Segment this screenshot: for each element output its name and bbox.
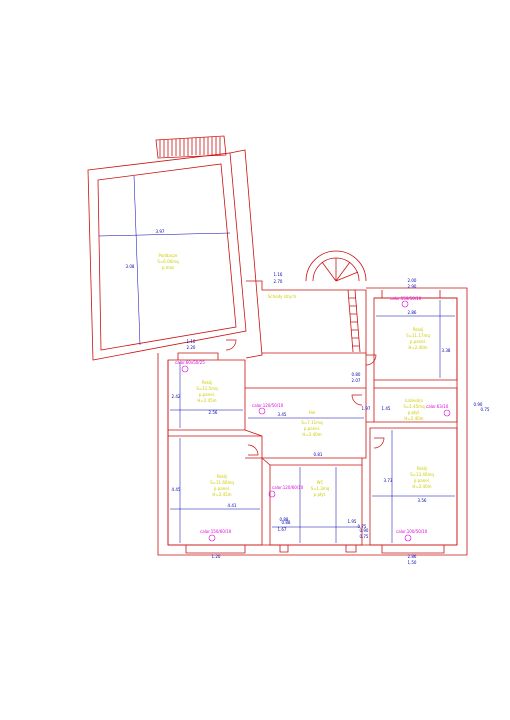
radiator-label: calor.150/50/10	[390, 296, 422, 301]
radiator-label: calor.120/60/10	[272, 485, 304, 490]
svg-text:p.płyt.: p.płyt.	[314, 492, 327, 497]
svg-text:Schody strych: Schody strych	[268, 294, 297, 299]
dimension-label: 0.90	[474, 402, 483, 407]
dimension-label: 1.16	[274, 272, 283, 277]
dimension-label: 1.95	[348, 519, 357, 524]
dimension-label: 3.97	[156, 229, 165, 234]
dimension-label: 3.45	[278, 412, 287, 417]
dimension-label: 0.81	[314, 452, 323, 457]
svg-text:Pokój: Pokój	[217, 474, 227, 479]
dimension-label: 3.08	[126, 264, 135, 269]
svg-text:H=2.40m: H=2.40m	[408, 345, 427, 350]
svg-text:H=2.40m: H=2.40m	[412, 484, 431, 489]
dimension-label: 1.67	[278, 527, 287, 532]
radiator-label: calor.100/50/10	[396, 529, 428, 534]
dimension-label: 2.86	[408, 310, 417, 315]
radiator-label: calor.150/60/10	[200, 529, 232, 534]
svg-text:Pokój: Pokój	[413, 327, 423, 332]
svg-text:H=2.45m: H=2.45m	[197, 398, 216, 403]
svg-text:Pokój: Pokój	[202, 380, 212, 385]
dimension-label: 2.00	[408, 278, 417, 283]
dimension-lines	[98, 175, 455, 543]
room-wc-label: WC S=1.3mq p.płyt.	[311, 480, 330, 497]
dimension-label: 3.73	[384, 478, 393, 483]
svg-text:Hol: Hol	[309, 410, 316, 415]
door-swings	[225, 339, 385, 456]
dimension-label: 3.56	[418, 498, 427, 503]
dimension-label: 0.80	[352, 372, 361, 377]
dimension-label: 0.75	[358, 524, 367, 529]
room-bathroom-label: Łazienka S=1.45mq p.płyt. H=2.40m	[403, 398, 425, 421]
dimension-label: 2.42	[172, 394, 181, 399]
room-stairs-label: Schody strych	[268, 294, 297, 299]
dimension-label: 3.38	[442, 348, 451, 353]
svg-text:Poddasze: Poddasze	[159, 253, 178, 258]
svg-text:p.mas: p.mas	[162, 265, 174, 270]
dimension-label: 1.45	[382, 406, 391, 411]
room-attic-label: Poddasze S=6.06mq p.mas	[157, 253, 179, 270]
dimension-label: 0.88	[282, 520, 291, 525]
room-3-label: Pokój S=11.60mq p.panel. H=2.45m	[210, 474, 234, 497]
dimension-label: 0.88	[280, 517, 289, 522]
room-hall-label: Hol S=7.11mq p.panel. H=2.40m	[301, 410, 323, 437]
dimension-label: 2.90	[408, 284, 417, 289]
svg-text:S=6.06mq: S=6.06mq	[157, 259, 179, 264]
dimension-label: 1.97	[362, 406, 371, 411]
svg-text:S=1.3mq: S=1.3mq	[311, 486, 330, 491]
room-4-label: Pokój S=13.40mq p.panel. H=2.40m	[410, 466, 434, 489]
dimension-label: 0.90	[360, 528, 369, 533]
dimension-label: 2.07	[352, 378, 361, 383]
svg-text:p.płyt.: p.płyt.	[408, 410, 421, 415]
svg-text:p.panel.: p.panel.	[214, 486, 230, 491]
svg-text:H=2.45m: H=2.45m	[212, 492, 231, 497]
room-1-label: Pokój S=11.17mq p.panel. H=2.40m	[406, 327, 430, 350]
svg-text:S=11.17mq: S=11.17mq	[406, 333, 430, 338]
dimension-label: 4.41	[228, 503, 237, 508]
svg-text:H=2.40m: H=2.40m	[404, 416, 423, 421]
svg-text:Łazienka: Łazienka	[404, 398, 423, 403]
svg-text:Pokój: Pokój	[417, 466, 427, 471]
walls	[87, 135, 468, 556]
dimension-label: 1.20	[212, 554, 221, 559]
svg-text:p.panel.: p.panel.	[410, 339, 426, 344]
radiator-markers	[181, 300, 451, 542]
dimension-label: 2.70	[274, 279, 283, 284]
room-2-label: Pokój S=11.5mq p.panel. H=2.45m	[196, 380, 218, 403]
dimension-label: 2.86	[408, 554, 417, 559]
svg-text:S=11.60mq: S=11.60mq	[210, 480, 234, 485]
svg-text:WC: WC	[317, 480, 324, 485]
radiator-label: calor.120/50/10	[252, 403, 284, 408]
dimension-label: 0.75	[481, 407, 490, 412]
svg-text:S=13.40mq: S=13.40mq	[410, 472, 434, 477]
dimension-label: 4.45	[172, 487, 181, 492]
svg-text:S=11.5mq: S=11.5mq	[196, 386, 218, 391]
dimension-label: 1.10	[187, 339, 196, 344]
radiator-label: calor.60x50/25	[175, 360, 205, 365]
svg-text:H=2.40m: H=2.40m	[302, 432, 321, 437]
svg-text:p.panel.: p.panel.	[304, 426, 320, 431]
dimension-label: 2.20	[187, 345, 196, 350]
svg-text:S=1.45mq: S=1.45mq	[403, 404, 425, 409]
dimension-label: 0.75	[360, 534, 369, 539]
svg-text:p.panel.: p.panel.	[199, 392, 215, 397]
svg-text:p.panel.: p.panel.	[414, 478, 430, 483]
radiator-label: calor.63/10	[426, 404, 449, 409]
dimension-label: 2.56	[209, 410, 218, 415]
dimension-label: 1.50	[408, 560, 417, 565]
svg-text:S=7.11mq: S=7.11mq	[301, 420, 323, 425]
